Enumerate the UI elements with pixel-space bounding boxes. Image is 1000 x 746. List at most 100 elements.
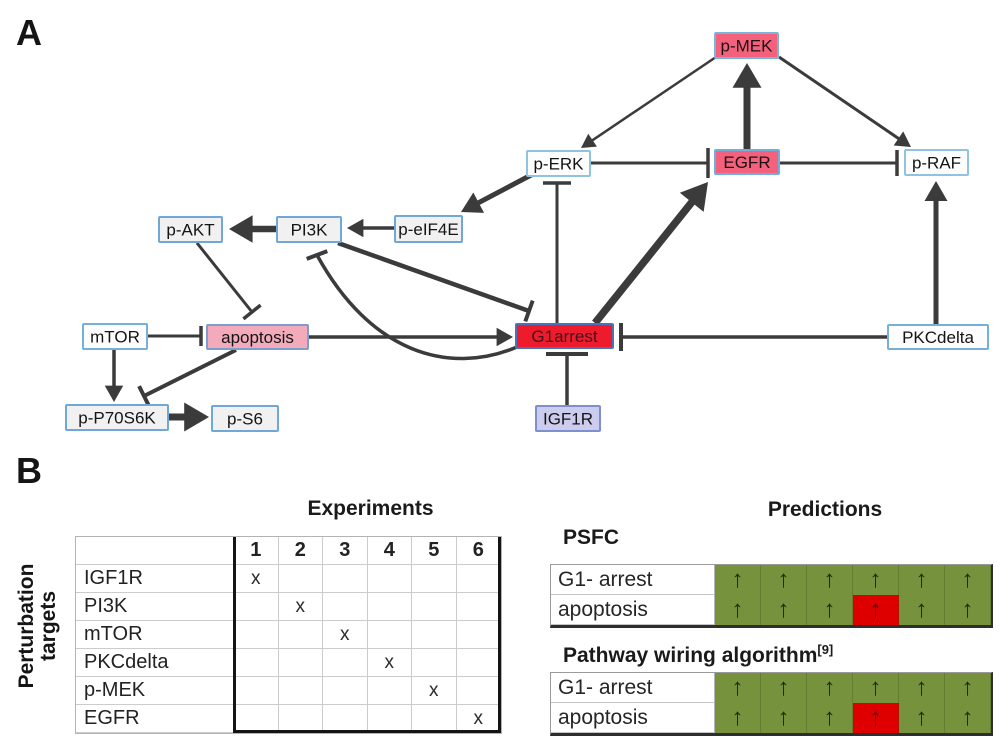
edge-G1arrest-PI3K (305, 249, 518, 361)
edge-line (586, 55, 717, 146)
node-box-EGFR (714, 149, 780, 175)
perturbation-targets-line1: Perturbation (15, 563, 38, 689)
exp-row-label-PKCdelta: PKCdelta (76, 649, 234, 677)
edge-p-MEK-p-RAF (778, 55, 911, 147)
pred-cell-Pathway-wiring-algorithm-G1- arrest-2: ↑ (761, 673, 807, 703)
arrowhead (347, 218, 364, 238)
pred-cell-Pathway-wiring-algorithm-apoptosis-4-mismatch: ↑ (853, 703, 899, 733)
node-box-p-eIF4E (394, 215, 463, 243)
node-label-p-eIF4E: p-eIF4E (398, 220, 458, 239)
exp-mark-mTOR-3: x (323, 621, 368, 649)
exp-mark-p-MEK-2 (278, 677, 323, 705)
edge-line (468, 171, 535, 210)
exp-row-label-mTOR: mTOR (76, 621, 234, 649)
edge-apoptosis-p-P70S6K (137, 348, 237, 407)
exp-mark-mTOR-1 (234, 621, 279, 649)
edge-p-ERK-EGFR (591, 148, 710, 178)
arrowhead (229, 215, 253, 243)
node-PKCdelta: PKCdelta (887, 324, 989, 350)
edge-line (337, 240, 530, 314)
exp-mark-mTOR-6 (456, 621, 501, 649)
exp-mark-IGF1R-5 (412, 565, 457, 593)
inhibit-bar (523, 299, 535, 323)
psfc-title-text: PSFC (563, 526, 620, 549)
node-p-eIF4E: p-eIF4E (394, 215, 463, 243)
node-box-p-ERK (526, 150, 591, 177)
inhibit-bar (305, 249, 329, 261)
node-box-mTOR (82, 323, 148, 350)
edge-PI3K-G1arrest (337, 240, 535, 323)
exp-mark-p-MEK-1 (234, 677, 279, 705)
node-PI3K: PI3K (276, 216, 342, 243)
pred-cell-PSFC-G1- arrest-2: ↑ (761, 565, 807, 595)
node-label-PI3K: PI3K (291, 221, 329, 240)
edge-PKCdelta-p-RAF (924, 181, 948, 324)
perturbation-targets-line2: targets (37, 590, 60, 662)
perturbation-targets-label: Perturbation targets (15, 561, 60, 691)
edge-line (778, 55, 906, 144)
psfc-title: PSFC (563, 524, 619, 550)
node-mTOR: mTOR (82, 323, 148, 350)
node-label-p-MEK: p-MEK (721, 37, 774, 56)
exp-mark-PI3K-3 (323, 593, 368, 621)
pred-cell-PSFC-G1- arrest-4: ↑ (853, 565, 899, 595)
pred-row-label-G1- arrest: G1- arrest (551, 565, 715, 595)
pred-cell-PSFC-apoptosis-5: ↑ (899, 595, 945, 625)
exp-mark-mTOR-5 (412, 621, 457, 649)
pred-cell-PSFC-G1- arrest-1: ↑ (715, 565, 761, 595)
node-p-RAF: p-RAF (904, 149, 969, 176)
node-box-IGF1R (535, 405, 601, 432)
pred-cell-Pathway-wiring-algorithm-G1- arrest-1: ↑ (715, 673, 761, 703)
exp-col-header-2: 2 (278, 537, 323, 565)
pred-cell-Pathway-wiring-algorithm-G1- arrest-3: ↑ (807, 673, 853, 703)
edge-G1arrest-EGFR (592, 182, 708, 326)
edge-PI3K-p-AKT (229, 215, 276, 243)
panel-b-label: B (16, 450, 42, 491)
node-G1arrest: G1arrest (515, 323, 614, 349)
node-label-p-P70S6K: p-P70S6K (78, 409, 156, 428)
edge-line (143, 348, 237, 398)
pred-cell-Pathway-wiring-algorithm-apoptosis-6: ↑ (945, 703, 991, 733)
edge-EGFR-p-RAF (780, 150, 899, 176)
exp-mark-PI3K-5 (412, 593, 457, 621)
edge-p-eIF4E-PI3K (347, 218, 394, 238)
node-label-p-AKT: p-AKT (166, 221, 214, 240)
exp-col-header-3: 3 (323, 537, 368, 565)
exp-mark-IGF1R-6 (456, 565, 501, 593)
pred-cell-Pathway-wiring-algorithm-apoptosis-3: ↑ (807, 703, 853, 733)
node-box-G1arrest (515, 323, 614, 349)
edge-EGFR-p-MEK (732, 63, 762, 150)
node-label-p-ERK: p-ERK (533, 155, 584, 174)
exp-mark-mTOR-2 (278, 621, 323, 649)
pred-cell-PSFC-apoptosis-4-mismatch: ↑ (853, 595, 899, 625)
edge-G1arrest-p-ERK (543, 181, 571, 323)
edge-p-ERK-p-eIF4E (461, 171, 535, 213)
exp-table-thick-vertical (233, 537, 236, 733)
pred-cell-PSFC-G1- arrest-3: ↑ (807, 565, 853, 595)
edge-p-MEK-p-ERK (581, 55, 717, 148)
exp-mark-p-MEK-6 (456, 677, 501, 705)
exp-row-label-p-MEK: p-MEK (76, 677, 234, 705)
node-label-p-RAF: p-RAF (912, 154, 961, 173)
exp-mark-PI3K-1 (234, 593, 279, 621)
node-box-PI3K (276, 216, 342, 243)
exp-mark-IGF1R-1: x (234, 565, 279, 593)
pred-cell-PSFC-G1- arrest-6: ↑ (945, 565, 991, 595)
edge-p-P70S6K-p-S6 (169, 402, 209, 432)
pathway-wiring-table: G1- arrest↑↑↑↑↑↑apoptosis↑↑↑↑↑↑ (550, 672, 993, 736)
panel-a-label: A (16, 12, 42, 53)
node-box-apoptosis (206, 324, 309, 350)
exp-mark-EGFR-6: x (456, 705, 501, 733)
arrowhead (496, 327, 513, 347)
exp-table-thick-bottom (233, 730, 501, 733)
exp-mark-p-MEK-5: x (412, 677, 457, 705)
edge-line (592, 189, 703, 326)
arrowhead (184, 402, 209, 432)
exp-col-header-5: 5 (412, 537, 457, 565)
edge-IGF1R-G1arrest (546, 352, 588, 405)
arrowhead (732, 63, 762, 88)
predictions-title: Predictions (767, 498, 883, 521)
pred-cell-Pathway-wiring-algorithm-G1- arrest-6: ↑ (945, 673, 991, 703)
node-box-p-P70S6K (65, 404, 169, 431)
node-p-ERK: p-ERK (526, 150, 591, 177)
